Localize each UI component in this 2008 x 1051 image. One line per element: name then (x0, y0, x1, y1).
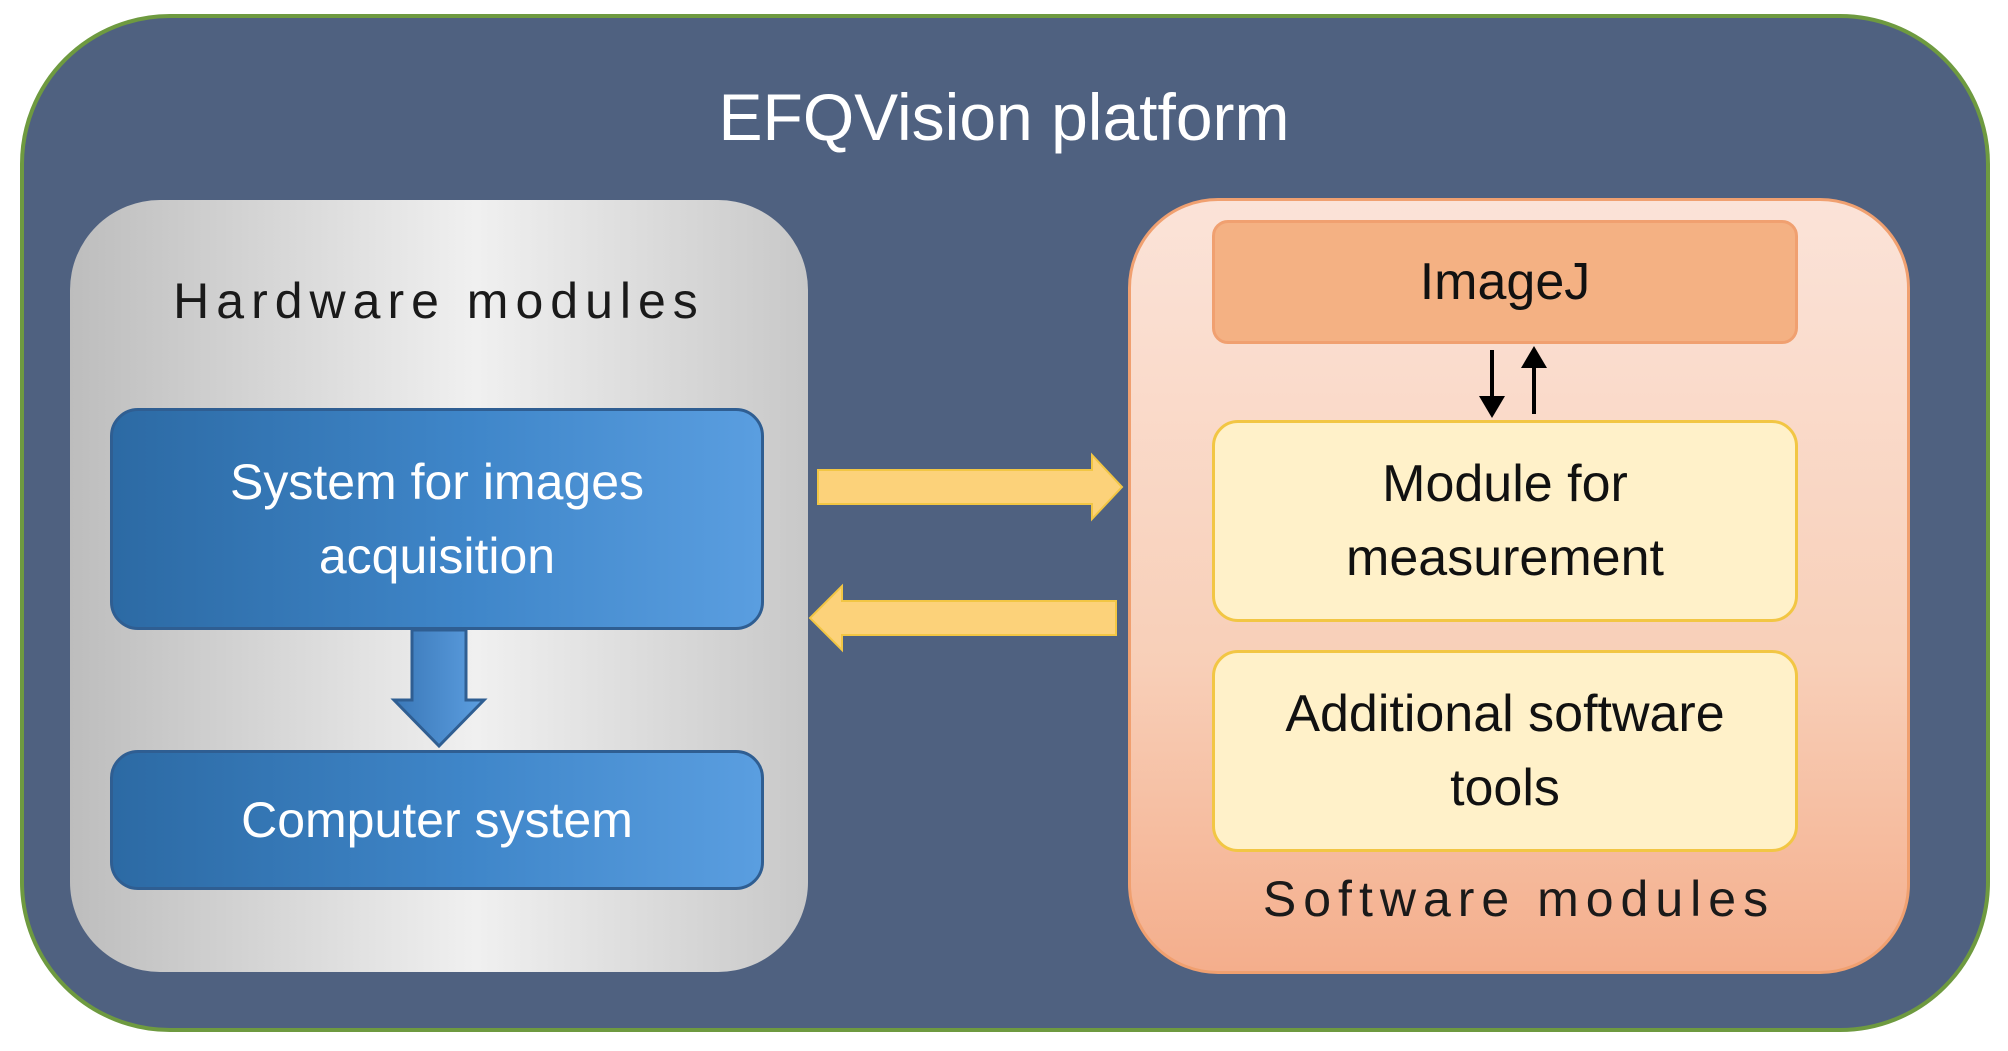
imagej-box: ImageJ (1212, 220, 1798, 344)
hardware-modules-title: Hardware modules (173, 273, 705, 329)
measurement-module-box: Module for measurement (1212, 420, 1798, 622)
measurement-line-2: measurement (1346, 529, 1664, 587)
image-acquisition-line-2: acquisition (318, 528, 556, 584)
imagej-label: ImageJ (1419, 253, 1591, 311)
measurement-line-1: Module for (1382, 455, 1628, 513)
computer-system-label: Computer system (241, 792, 633, 848)
tools-line-1: Additional software (1285, 685, 1725, 743)
computer-system-box: Computer system (110, 750, 764, 890)
platform-title: EFQVision platform (718, 80, 1290, 154)
software-modules-title: Software modules (1262, 871, 1776, 927)
additional-tools-box: Additional software tools (1212, 650, 1798, 852)
tools-line-2: tools (1450, 759, 1560, 817)
image-acquisition-line-1: System for images (229, 454, 644, 510)
image-acquisition-box: System for images acquisition (110, 408, 764, 630)
